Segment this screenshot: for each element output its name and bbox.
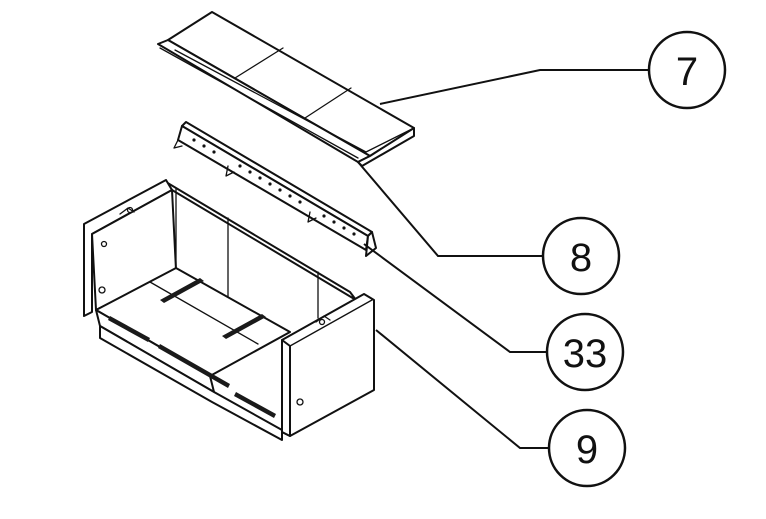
callout-7: 7	[647, 30, 727, 110]
callout-circle	[647, 30, 727, 110]
callout-label-33: 33	[563, 332, 608, 376]
callout-circle	[545, 312, 625, 392]
callout-circle	[547, 408, 627, 488]
part-bracket-rail	[173, 121, 377, 257]
callout-8: 8	[541, 216, 621, 296]
callout-9: 9	[547, 408, 627, 488]
part-firebox-tray	[83, 179, 375, 441]
callout-label-8: 8	[570, 236, 592, 280]
part-baffle-panel	[157, 11, 415, 167]
callout-label-9: 9	[576, 428, 598, 472]
callout-circle	[541, 216, 621, 296]
callout-33: 33	[545, 312, 625, 392]
callout-label-7: 7	[676, 50, 698, 94]
leader-lines	[357, 69, 649, 449]
